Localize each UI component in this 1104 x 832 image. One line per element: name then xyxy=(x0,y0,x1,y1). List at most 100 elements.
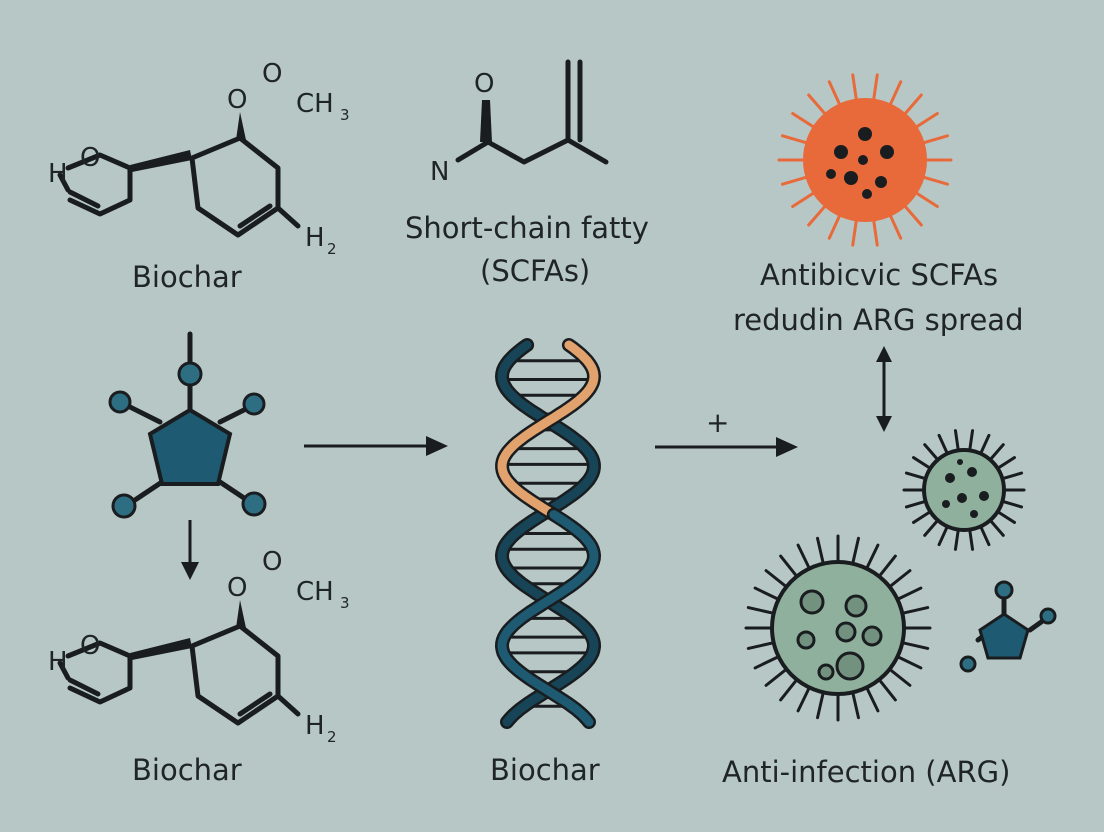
oxygen-atom-label: O xyxy=(262,547,282,577)
dna-helix-icon xyxy=(494,338,602,729)
microbe-spike xyxy=(904,471,928,481)
microbe-spike xyxy=(872,217,879,247)
arrow-head-up xyxy=(876,346,892,362)
microbe-spot xyxy=(844,171,858,185)
microbe-spike xyxy=(902,93,923,117)
microbe-spot xyxy=(834,145,848,159)
microbe-spike xyxy=(779,678,799,702)
microbe-spike xyxy=(1000,499,1024,509)
microbe-spot xyxy=(875,176,887,188)
microbe-spike xyxy=(895,655,923,670)
microbe-spike xyxy=(779,554,799,578)
microbe-spike xyxy=(796,685,811,713)
biochar-top-label: Biochar xyxy=(132,260,242,294)
microbe-spike xyxy=(827,213,842,240)
scfa-title-line2: (SCFAs) xyxy=(480,254,590,288)
microbe-spike xyxy=(796,543,811,571)
microbe-spike xyxy=(968,528,975,551)
arrow-head-down xyxy=(876,416,892,432)
methyl-subscript: 3 xyxy=(340,106,350,124)
microbe-spike xyxy=(921,175,950,186)
microbe-spike xyxy=(900,641,930,650)
microbe-spike xyxy=(877,554,897,578)
microbe-spike xyxy=(902,203,923,227)
dna-strand-teal xyxy=(497,340,599,727)
microbe-spike xyxy=(979,524,991,547)
microbe-spike xyxy=(807,203,828,227)
oxygen-atom-label: O xyxy=(227,85,247,115)
microbe-spike xyxy=(816,536,825,566)
oxygen-atom-label: O xyxy=(80,631,100,661)
microbe-spike xyxy=(764,667,788,687)
microbe-spike xyxy=(900,606,930,615)
microbe-spike xyxy=(877,678,897,702)
oxygen-atom-label: O xyxy=(474,69,494,99)
microbe-spot xyxy=(817,663,835,681)
microbe-spot xyxy=(844,594,868,618)
microbe-spike xyxy=(923,518,940,537)
h2-subscript: 2 xyxy=(327,728,337,746)
right-title-line2: redudin ARG spread xyxy=(733,303,1023,337)
microbe-spike xyxy=(904,499,928,509)
microbe-spot xyxy=(858,155,868,165)
microbe-spot xyxy=(862,189,872,199)
microbe-spike xyxy=(780,175,809,186)
microbe-spike xyxy=(764,569,788,589)
microbe-spot xyxy=(835,621,857,643)
microbe-spot xyxy=(861,625,883,647)
methyl-subscript: 3 xyxy=(340,594,350,612)
microbe-spike xyxy=(996,510,1016,524)
hexose-ring-molecule-icon: O O CH 3 H O H 2 xyxy=(48,59,350,258)
microbe-spike xyxy=(865,543,880,571)
right-title-line1: Antibicvic SCFAs xyxy=(760,258,998,292)
microbe-spot xyxy=(979,491,989,501)
microbe-spike xyxy=(807,93,828,117)
dna-strand-teal-lower xyxy=(497,510,599,727)
scfa-molecule-icon: O N xyxy=(430,59,609,187)
biochar-center-label: Biochar xyxy=(490,753,600,787)
microbe-body xyxy=(922,448,1006,532)
microbe-spot xyxy=(957,459,963,465)
h2-subscript: 2 xyxy=(327,240,337,258)
microbe-spike xyxy=(953,528,960,551)
microbe-spot xyxy=(826,169,836,179)
small-pentagon-molecule-icon xyxy=(959,580,1057,673)
microbe-spike xyxy=(1000,471,1024,481)
h2-label: H xyxy=(305,223,325,253)
microbe-spike xyxy=(996,456,1016,470)
microbe-spot xyxy=(957,493,967,503)
microbe-spike xyxy=(953,429,960,452)
microbe-spot xyxy=(880,145,894,159)
oxygen-atom-label: O xyxy=(262,59,282,89)
small-green-microbe-icon xyxy=(902,429,1026,551)
microbe-spike xyxy=(827,80,842,107)
microbe-spike xyxy=(921,134,950,145)
arrow-to-dna-head xyxy=(426,436,448,456)
large-green-microbe-icon xyxy=(744,534,932,722)
nitrogen-atom-label: N xyxy=(430,157,449,187)
hydrogen-atom-label: H xyxy=(48,159,68,189)
microbe-spike xyxy=(746,606,776,615)
microbe-spike xyxy=(988,443,1005,462)
microbe-spot xyxy=(967,467,977,477)
oxygen-atom-label: O xyxy=(227,573,247,603)
microbe-spike xyxy=(851,690,860,720)
microbe-spike xyxy=(865,685,880,713)
microbe-spike xyxy=(753,586,781,601)
microbe-spike xyxy=(888,213,903,240)
microbe-spike xyxy=(888,667,912,687)
microbe-spike xyxy=(979,433,991,456)
microbe-spike xyxy=(746,641,776,650)
orange-bacterium-icon xyxy=(777,73,953,247)
microbe-spot xyxy=(835,651,865,681)
microbe-spike xyxy=(912,510,932,524)
anti-infection-label: Anti-infection (ARG) xyxy=(722,755,1010,789)
h2-label: H xyxy=(305,711,325,741)
microbe-spike xyxy=(937,524,949,547)
arrow-to-microbes-head xyxy=(776,437,798,457)
plus-sign: + xyxy=(706,406,729,439)
microbe-spot xyxy=(942,500,950,508)
microbe-spot xyxy=(796,630,816,650)
